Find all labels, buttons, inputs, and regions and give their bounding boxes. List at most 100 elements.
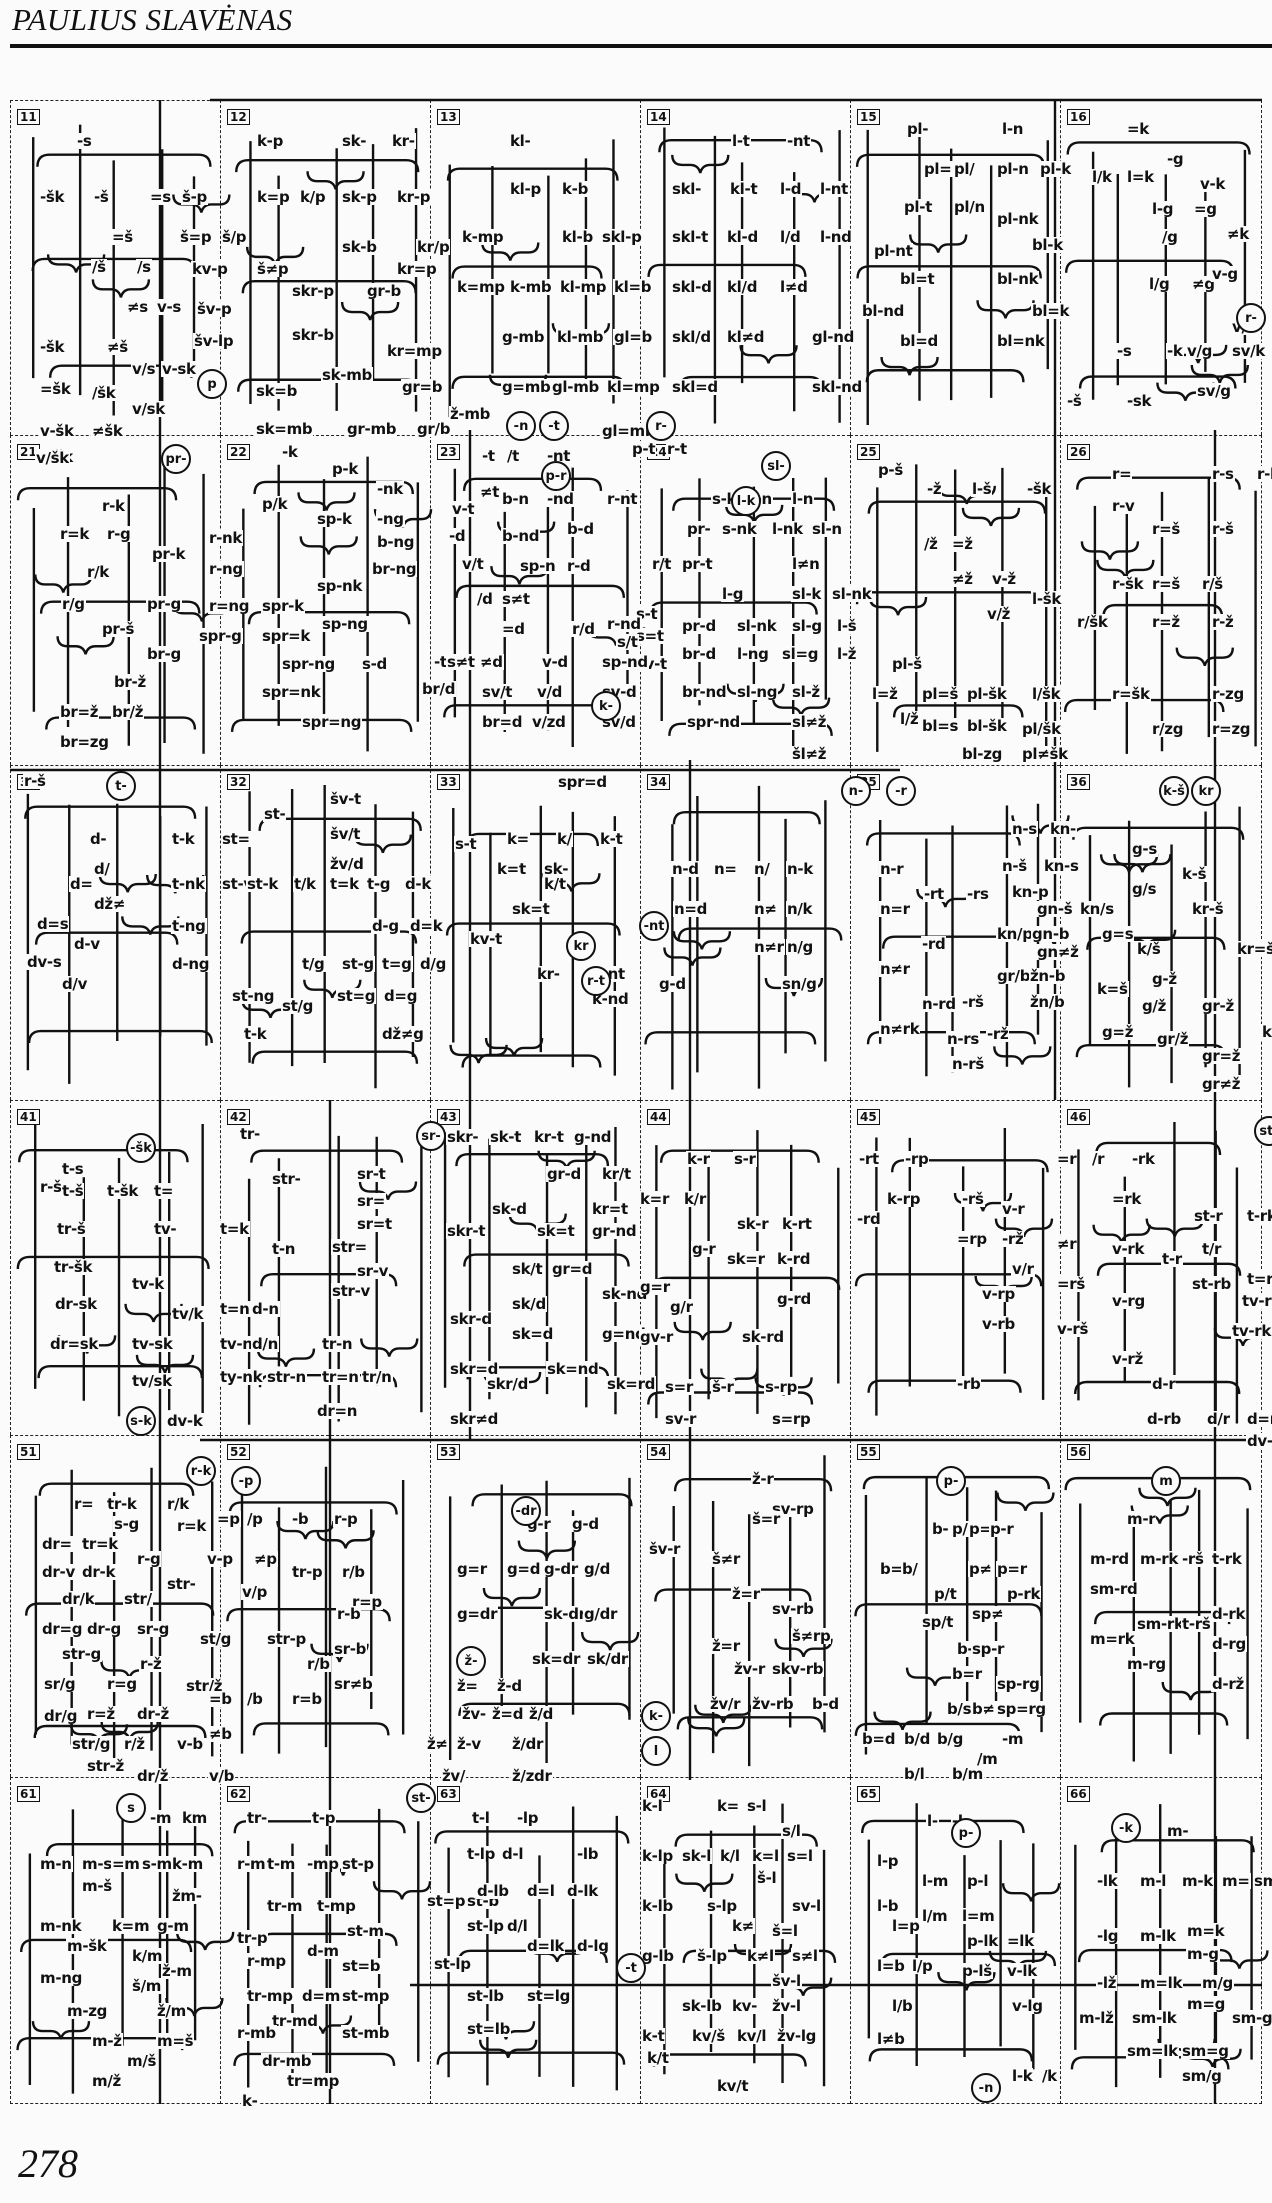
cluster-label: r=šk [1111,685,1151,703]
cluster-label: m/ž [91,2072,122,2090]
cluster-label: sv-rb [771,1600,815,1618]
circled-node: r-t [581,966,611,996]
cluster-label: l-d [779,180,803,198]
cluster-label: -nd [546,490,575,508]
cluster-label: dr-sk [54,1295,98,1313]
cluster-label: k/r [683,1190,707,1208]
circled-node: -t [539,411,569,441]
cluster-label: k- [241,2092,259,2110]
cluster-label: br=d [481,713,524,731]
cluster-label: kl-mb [556,328,605,346]
cluster-label: p-lš [961,1962,993,1980]
circled-node: kr [1191,776,1221,806]
cluster-label: t-p [311,1809,337,1827]
cluster-label: l≠n [791,555,821,573]
cluster-label: k/ [556,830,573,848]
cluster-label: pl-nk [996,210,1040,228]
cluster-label: pl/n [953,198,986,216]
cluster-label: m-lž [1078,2009,1115,2027]
cluster-label: žv-lg [776,2027,818,2045]
cluster-label: pr-t [681,555,714,573]
cluster-label: gr=ž [1201,1047,1242,1065]
cluster-label: k-b [561,180,590,198]
cell-number: 52 [227,1444,250,1460]
circled-node: -t [616,1953,646,1983]
cluster-label: m-rg [1126,1655,1167,1673]
cluster-label: l/p [911,1957,934,1975]
cluster-label: t-lp [466,1845,497,1863]
cluster-label: k-mp [461,228,505,246]
cluster-label: r-š [39,1178,63,1196]
cluster-label: sk=t [511,900,551,918]
cluster-label: kv-p [191,260,229,278]
cluster-label: m-ng [39,1969,84,1987]
cluster-label: dr/k [61,1590,96,1608]
cluster-label: gr-b [366,282,402,300]
cluster-label: dr-g [86,1620,122,1638]
cluster-label: sl-nk [831,585,873,603]
cluster-label: n-š [1001,857,1028,875]
cluster-label: r-ž [139,1655,163,1673]
cluster-label: br/d [421,680,457,698]
cluster-label: =š [111,228,134,246]
circled-node: st- [406,1783,436,1813]
cluster-label: v-rk [1111,1240,1146,1258]
cluster-label: gr=d [551,1260,594,1278]
cluster-label: st-v [221,875,254,893]
cell-number: 32 [227,774,250,790]
cluster-label: r-zg [1211,685,1245,703]
cluster-label: v-d [541,653,569,671]
cluster-label: l-ng [736,645,770,663]
cluster-label: m=rk [1089,1630,1136,1648]
cluster-label: s≠t [501,590,531,608]
cluster-label: l-m [921,1872,950,1890]
cluster-label: l/b [891,1997,914,2015]
cluster-label: g=nd [601,1325,647,1343]
cluster-label: kl-d [726,228,759,246]
cluster-label: v-rp [981,1285,1016,1303]
cluster-label: r= [73,1495,95,1513]
cluster-label: tv-rk [1231,1322,1272,1340]
cluster-label: st/g [281,997,315,1015]
cluster-label: sm-g [1231,2009,1272,2027]
cluster-label: sp=rg [996,1700,1047,1718]
cluster-label: g-ž [1151,970,1178,988]
cluster-label: k/p [299,188,327,206]
cluster-label: =b [208,1690,233,1708]
cluster-label: d-ng [171,955,211,973]
cluster-label: ž-v [456,1735,482,1753]
cluster-label: st-g [341,955,375,973]
cluster-label: r-nd [606,615,642,633]
cluster-label: k=mp [456,278,506,296]
cluster-label: m-nk [39,1917,83,1935]
cluster-label: sv/t [481,683,514,701]
cluster-label: k/š [1136,940,1162,958]
cluster-label: r/b [341,1563,366,1581]
cluster-label: d- [89,830,108,848]
cluster-label: ž=r [711,1637,741,1655]
cluster-label: k=p [256,188,291,206]
cluster-label: tr=k [81,1535,119,1553]
cluster-label: l/šk [1031,685,1062,703]
cluster-label: /g [1161,228,1179,246]
cluster-label: n≠ [753,900,778,918]
cell-number: 33 [437,774,460,790]
cluster-label: -s [1116,342,1133,360]
cluster-label: kn/s [1079,900,1115,918]
circled-node: ž- [456,1646,486,1676]
cluster-label: sr-b [333,1640,368,1658]
cluster-label: k-lp [641,1847,674,1865]
cluster-label: r-nk [208,529,244,547]
cluster-label: r-ž [1211,613,1235,631]
cluster-label: d=l [526,1882,556,1900]
cluster-label: sm=lk [1126,2042,1179,2060]
cluster-label: bl=t [899,270,936,288]
cluster-label: sv-l [791,1897,822,1915]
cluster-label: sk-p [341,188,378,206]
cluster-label: dv-s [26,953,63,971]
cluster-label: =d [501,620,526,638]
cell-number: 61 [17,1786,40,1802]
